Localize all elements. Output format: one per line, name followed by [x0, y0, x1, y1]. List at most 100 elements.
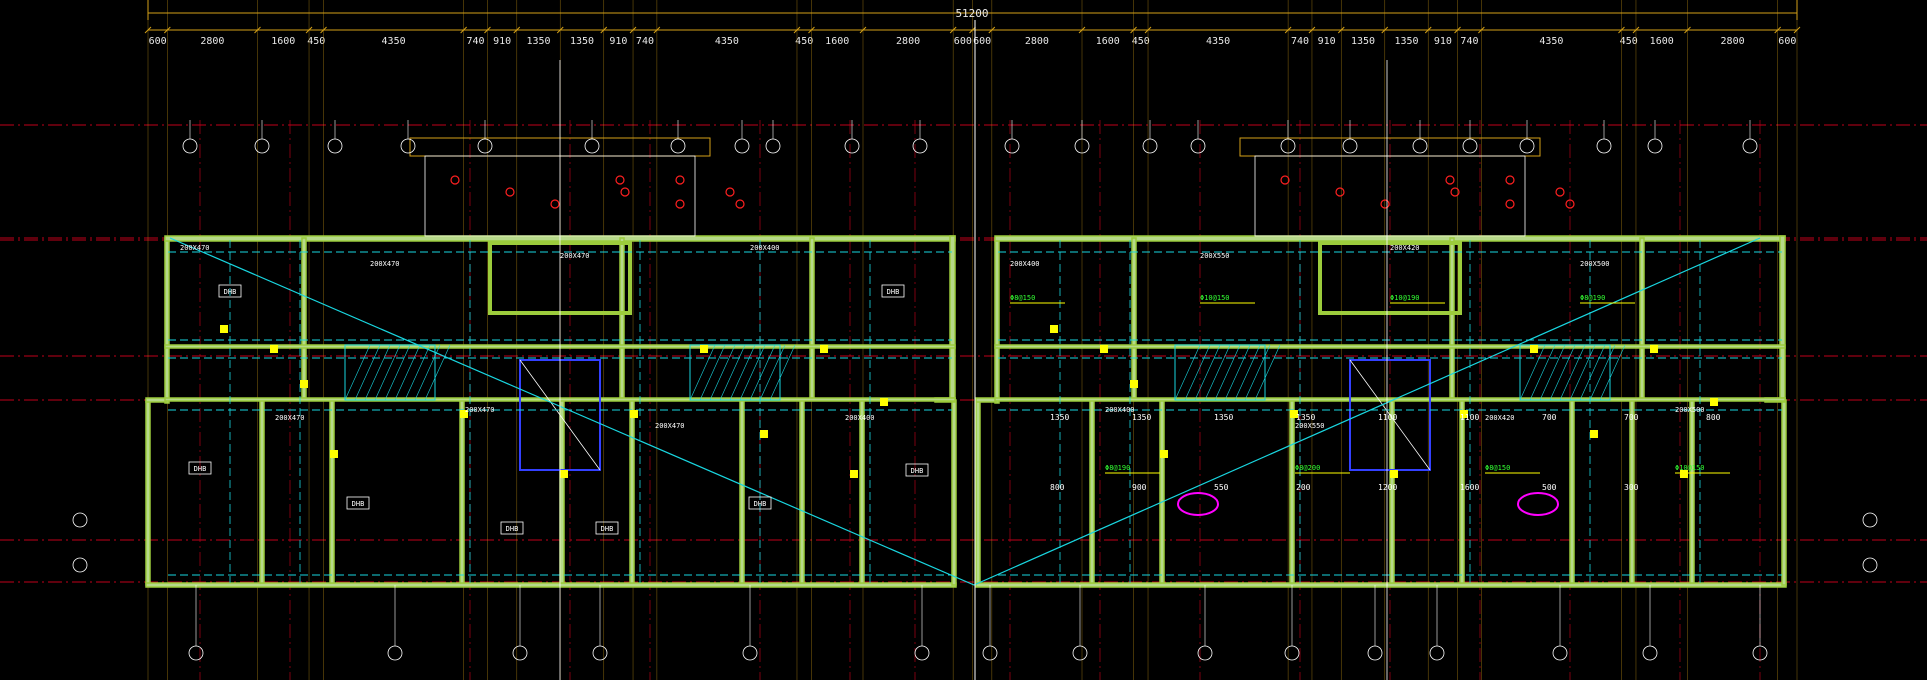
column-marker: [1530, 345, 1538, 353]
wall-segment: [619, 237, 625, 399]
dim-tick: [1424, 26, 1432, 34]
hatch-line: [1529, 344, 1556, 401]
dim-tick: [320, 26, 327, 34]
hatch-line: [424, 344, 451, 401]
rebar-red-marker: [450, 175, 460, 185]
room-tag-text: DHB: [754, 500, 767, 508]
dim-label: 1350: [570, 36, 594, 47]
hatch-line: [689, 344, 716, 401]
span-dim-label: 700: [1624, 413, 1639, 422]
beam-size-label: 200X470: [655, 422, 685, 430]
span-dim-label: 1100: [1460, 413, 1479, 422]
hatch-line: [1539, 344, 1566, 401]
beam-size-label: 200X420: [1485, 414, 1515, 422]
rebar-red-marker: [725, 187, 735, 197]
room-tag-text: DHB: [601, 525, 614, 533]
room-tag-box: [905, 463, 929, 477]
dim-tick: [1078, 26, 1086, 34]
dim-label: 2800: [896, 36, 920, 47]
opening-marker: [1177, 492, 1219, 516]
wall-segment: [164, 237, 170, 404]
hatch-line: [344, 344, 371, 401]
beam-size-label: 200X400: [845, 414, 875, 422]
beam-size-label: 200X400: [750, 244, 780, 252]
wall-segment: [799, 399, 805, 584]
dim-tick: [949, 26, 957, 34]
dim-label: 910: [609, 36, 627, 47]
rebar-red-marker: [615, 175, 625, 185]
column-marker: [700, 345, 708, 353]
dim-label: 740: [1291, 36, 1309, 47]
column-marker: [880, 398, 888, 406]
dim-label: 600: [954, 36, 972, 47]
detail-layer: 200X470200X470200X470200X470200X470200X4…: [72, 20, 1878, 680]
wall-segment: [994, 235, 1786, 242]
hatch-line: [1519, 344, 1546, 401]
dim-label: 740: [467, 36, 485, 47]
hatch-line: [1214, 344, 1241, 401]
dim-label: 4350: [1206, 36, 1230, 47]
hatch-line: [709, 344, 736, 401]
span-dim-label: 1350: [1050, 413, 1069, 422]
rebar-red-marker: [1505, 175, 1515, 185]
dim-label: 740: [1460, 36, 1478, 47]
column-marker: [1050, 325, 1058, 333]
span-dim-label: 200: [1296, 483, 1311, 492]
span-dim-label: 300: [1624, 483, 1639, 492]
span-dim-label: 1350: [1214, 413, 1233, 422]
span-dim-label: 1100: [1378, 413, 1397, 422]
dim-tick: [1308, 26, 1316, 34]
wall-segment: [459, 399, 465, 584]
wall-segment: [1781, 399, 1787, 586]
column-marker: [630, 410, 638, 418]
dim-tick: [254, 26, 261, 34]
rebar-red-marker: [1555, 187, 1565, 197]
dim-tick: [1618, 26, 1625, 34]
dim-label: 910: [1318, 36, 1336, 47]
dim-label: 450: [1132, 36, 1150, 47]
column-marker: [820, 345, 828, 353]
wall-segment: [145, 582, 957, 588]
column-marker: [1390, 470, 1398, 478]
column-marker: [330, 450, 338, 458]
span-dim-label: 900: [1132, 483, 1147, 492]
side-axis-bubble: [1862, 557, 1878, 573]
rebar-red-marker: [550, 199, 560, 209]
hatch-line: [1579, 344, 1606, 401]
span-dim-label: 800: [1050, 483, 1065, 492]
rebar-label: Φ8@150: [1010, 294, 1035, 302]
span-dim-label: 1600: [1460, 483, 1479, 492]
dim-label: 1600: [1650, 36, 1674, 47]
wall-segment: [1689, 399, 1695, 584]
opening-marker: [1517, 492, 1559, 516]
rebar-label: Φ10@150: [1200, 294, 1230, 302]
span-dim-label: 550: [1214, 483, 1229, 492]
column-marker: [1710, 398, 1718, 406]
room-tag-box: [346, 496, 370, 510]
dim-tick: [1284, 26, 1292, 34]
wall-segment: [1779, 235, 1786, 402]
room-tag-box: [500, 521, 524, 535]
room-tag-text: DHB: [887, 288, 900, 296]
dim-label: 450: [795, 36, 813, 47]
beam-size-label: 200X470: [180, 244, 210, 252]
column-marker: [760, 430, 768, 438]
dim-tick: [513, 26, 521, 34]
hatch-line: [1599, 344, 1626, 401]
hatch-line: [1589, 344, 1616, 401]
wall-segment: [949, 235, 956, 402]
wall-segment: [559, 399, 565, 584]
dim-tick: [988, 26, 996, 34]
dim-label: 600: [1778, 36, 1796, 47]
dim-tick: [144, 26, 152, 34]
room-tag-box: [188, 461, 212, 475]
dim-label: 1350: [526, 36, 550, 47]
wall-segment: [975, 397, 997, 403]
column-marker: [270, 345, 278, 353]
beam-size-label: 200X500: [1675, 406, 1705, 414]
column-marker: [460, 410, 468, 418]
rebar-red-marker: [1280, 175, 1290, 185]
room-tag-box: [748, 496, 772, 510]
wall-segment: [859, 399, 865, 584]
